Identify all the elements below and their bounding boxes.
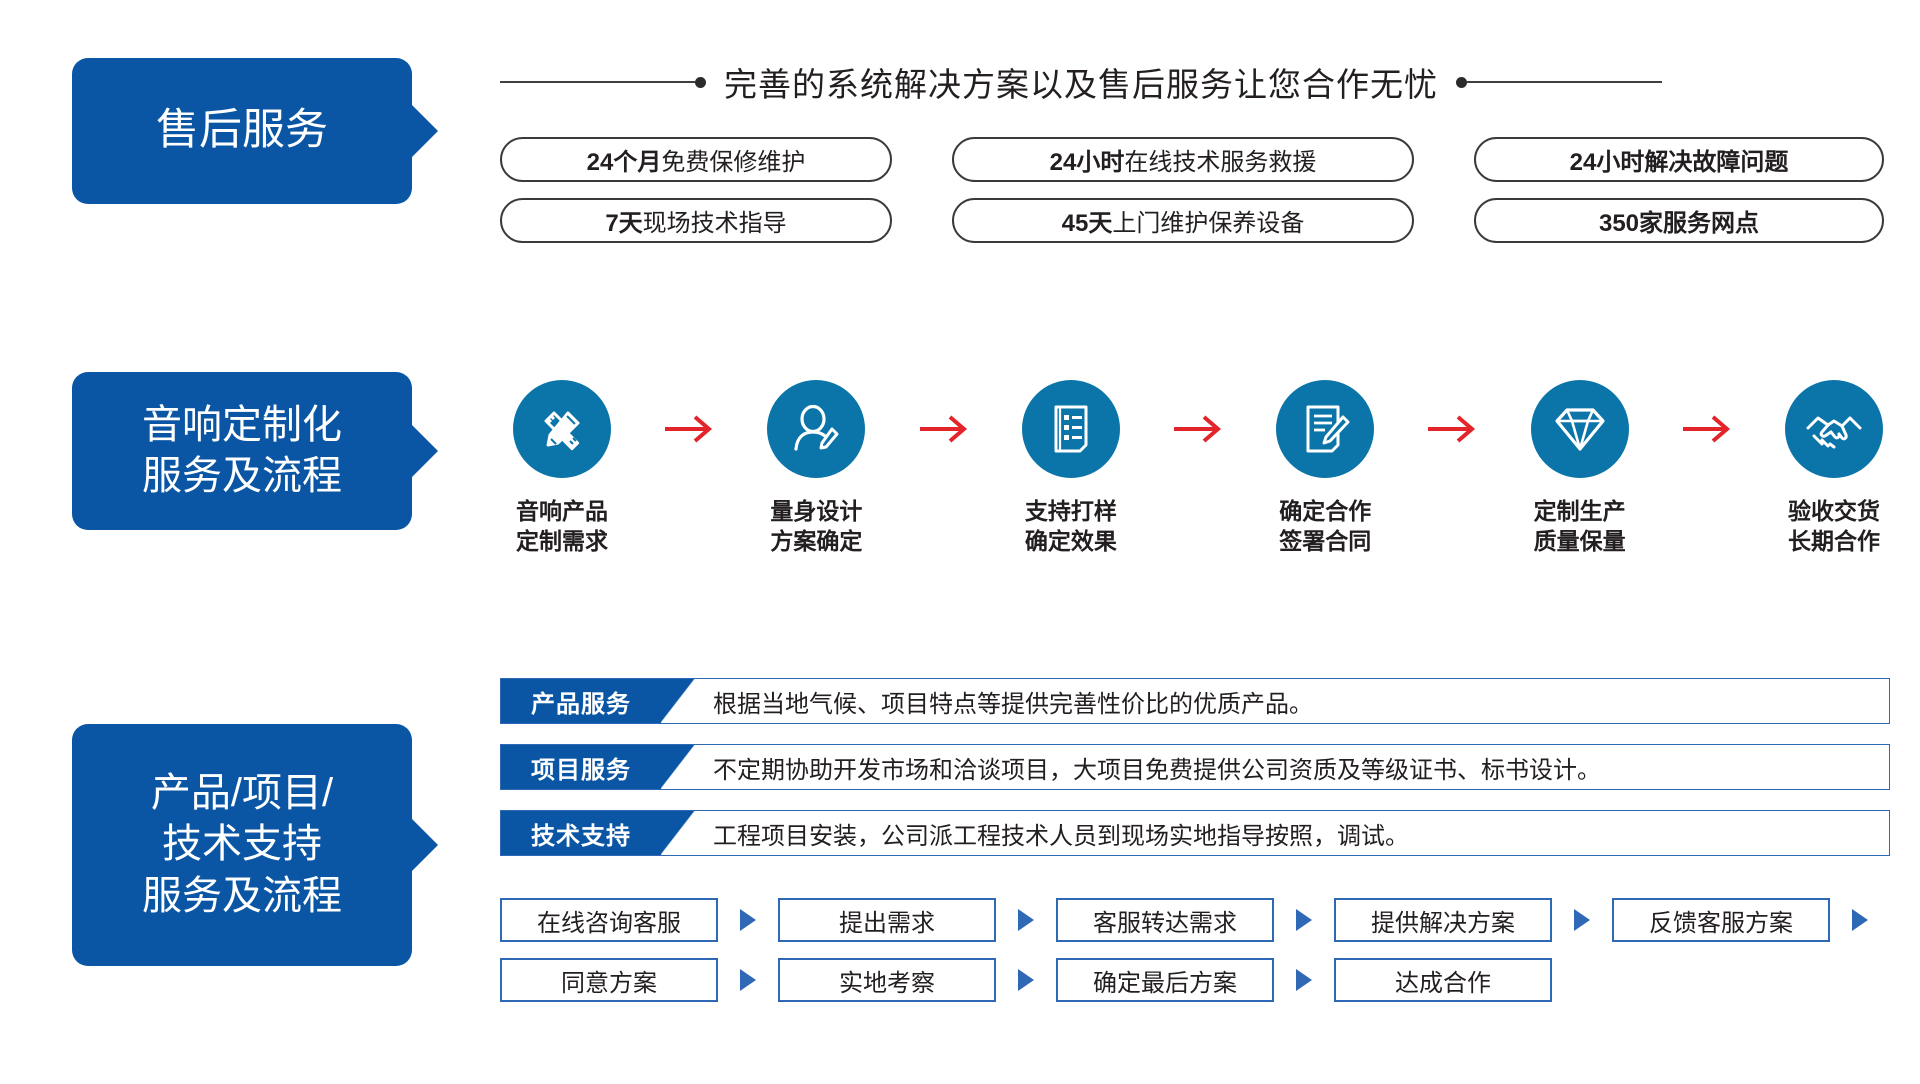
pill-strong-text: 24小时解决故障问题 [1569, 149, 1789, 176]
triangle-right-icon [1018, 969, 1034, 991]
right-arrow-icon [1391, 380, 1513, 478]
service-row: 项目服务 不定期协助开发市场和洽谈项目，大项目免费提供公司资质及等级证书、标书设… [500, 744, 1890, 790]
process-step-label: 确定合作 签署合同 [1279, 498, 1372, 555]
service-rows: 产品服务 根据当地气候、项目特点等提供完善性价比的优质产品。 项目服务 不定期协… [500, 678, 1890, 876]
process-step-label: 定制生产 质量保量 [1533, 498, 1626, 555]
flow-step-box[interactable]: 客服转达需求 [1056, 898, 1274, 942]
custom-process-steps: 音响产品 定制需求 量身设计 方案确定 [498, 380, 1898, 557]
headline-rule-right [1467, 81, 1662, 83]
after-sales-pill: 24小时在线技术服务救援 [952, 137, 1414, 182]
pencil-ruler-icon [513, 380, 611, 478]
triangle-right-icon [1852, 909, 1868, 931]
right-arrow-icon [1646, 380, 1768, 478]
service-row-description: 根据当地气候、项目特点等提供完善性价比的优质产品。 [713, 690, 1313, 718]
right-arrow-icon [882, 380, 1004, 478]
contract-sign-icon [1276, 380, 1375, 478]
tag-pointer-icon [412, 105, 438, 157]
service-row-label: 项目服务 [501, 745, 661, 789]
support-flow-row-1: 在线咨询客服 提出需求 客服转达需求 提供解决方案 反馈客服方案 [500, 898, 1900, 942]
handshake-icon [1785, 380, 1884, 478]
headline-dot-right-icon [1456, 76, 1467, 88]
after-sales-pill: 350家服务网点 [1474, 198, 1884, 243]
flow-step-box[interactable]: 同意方案 [500, 958, 718, 1002]
diamond-quality-icon [1530, 380, 1629, 478]
flow-step-box[interactable]: 确定最后方案 [1056, 958, 1274, 1002]
section-tag-product-support: 产品/项目/ 技术支持 服务及流程 [72, 724, 438, 966]
process-step-label: 音响产品 定制需求 [516, 498, 608, 555]
flow-step-box[interactable]: 实地考察 [778, 958, 996, 1002]
section-tag-product-support-label: 产品/项目/ 技术支持 服务及流程 [142, 771, 342, 918]
after-sales-pill: 24小时解决故障问题 [1474, 137, 1884, 182]
process-step: 确定合作 签署合同 [1261, 380, 1389, 557]
pill-strong-text: 350家服务网点 [1598, 210, 1760, 237]
pill-strong-text: 24小时 [1049, 149, 1125, 176]
service-row: 产品服务 根据当地气候、项目特点等提供完善性价比的优质产品。 [500, 678, 1890, 724]
service-row-label: 技术支持 [501, 811, 661, 855]
tag-pointer-icon [412, 425, 438, 477]
service-row: 技术支持 工程项目安装，公司派工程技术人员到现场实地指导按照，调试。 [500, 810, 1890, 856]
flow-step-box[interactable]: 达成合作 [1334, 958, 1552, 1002]
after-sales-pill-grid: 24个月免费保修维护 24小时在线技术服务救援 24小时解决故障问题 7天现场技… [500, 137, 1890, 243]
section-tag-custom-process-label: 音响定制化 服务及流程 [142, 402, 342, 498]
triangle-right-icon [1018, 909, 1034, 931]
service-row-label: 产品服务 [501, 679, 661, 723]
after-sales-pill: 45天上门维护保养设备 [952, 198, 1414, 243]
pill-rest-text: 免费保修维护 [661, 149, 806, 176]
pill-rest-text: 现场技术指导 [642, 210, 787, 237]
flow-step-box[interactable]: 提供解决方案 [1334, 898, 1552, 942]
triangle-right-icon [1296, 969, 1312, 991]
triangle-right-icon [740, 909, 756, 931]
pill-strong-text: 45天 [1061, 210, 1113, 237]
flow-step-box[interactable]: 提出需求 [778, 898, 996, 942]
process-step: 音响产品 定制需求 [498, 380, 626, 557]
section-tag-after-sales: 售后服务 [72, 58, 438, 204]
pill-strong-text: 7天 [605, 210, 643, 237]
service-row-description: 工程项目安装，公司派工程技术人员到现场实地指导按照，调试。 [713, 822, 1409, 850]
tag-pointer-icon [412, 819, 438, 871]
process-step: 定制生产 质量保量 [1516, 380, 1644, 557]
process-step-label: 支持打样 确定效果 [1024, 498, 1117, 555]
pill-rest-text: 在线技术服务救援 [1124, 149, 1317, 176]
support-flow-grid: 在线咨询客服 提出需求 客服转达需求 提供解决方案 反馈客服方案 同意方案 实地… [500, 898, 1900, 1018]
service-row-slant-divider [661, 745, 695, 789]
headline-dot-left-icon [695, 76, 706, 88]
checklist-document-icon [1021, 380, 1120, 478]
after-sales-pill: 24个月免费保修维护 [500, 137, 892, 182]
section-tag-after-sales-label: 售后服务 [156, 106, 328, 155]
right-arrow-icon [628, 380, 750, 478]
support-flow-row-2: 同意方案 实地考察 确定最后方案 达成合作 [500, 958, 1900, 1002]
after-sales-pill: 7天现场技术指导 [500, 198, 892, 243]
section-tag-custom-process: 音响定制化 服务及流程 [72, 372, 438, 530]
triangle-right-icon [740, 969, 756, 991]
flow-step-box[interactable]: 反馈客服方案 [1612, 898, 1830, 942]
after-sales-headline: 完善的系统解决方案以及售后服务让您合作无忧 [500, 60, 1890, 104]
process-step: 量身设计 方案确定 [752, 380, 880, 557]
headline-rule-left [500, 81, 695, 83]
process-step-label: 验收交货 长期合作 [1788, 498, 1881, 555]
right-arrow-icon [1137, 380, 1259, 478]
service-row-description: 不定期协助开发市场和洽谈项目，大项目免费提供公司资质及等级证书、标书设计。 [713, 756, 1601, 784]
after-sales-headline-text: 完善的系统解决方案以及售后服务让您合作无忧 [724, 66, 1438, 103]
pill-rest-text: 上门维护保养设备 [1112, 210, 1305, 237]
service-row-slant-divider [661, 679, 695, 723]
process-step-label: 量身设计 方案确定 [770, 498, 863, 555]
person-design-icon [767, 380, 866, 478]
flow-step-box[interactable]: 在线咨询客服 [500, 898, 718, 942]
service-row-slant-divider [661, 811, 695, 855]
process-step: 支持打样 确定效果 [1007, 380, 1135, 557]
triangle-right-icon [1296, 909, 1312, 931]
triangle-right-icon [1574, 909, 1590, 931]
pill-strong-text: 24个月 [586, 149, 662, 176]
process-step: 验收交货 长期合作 [1770, 380, 1898, 557]
